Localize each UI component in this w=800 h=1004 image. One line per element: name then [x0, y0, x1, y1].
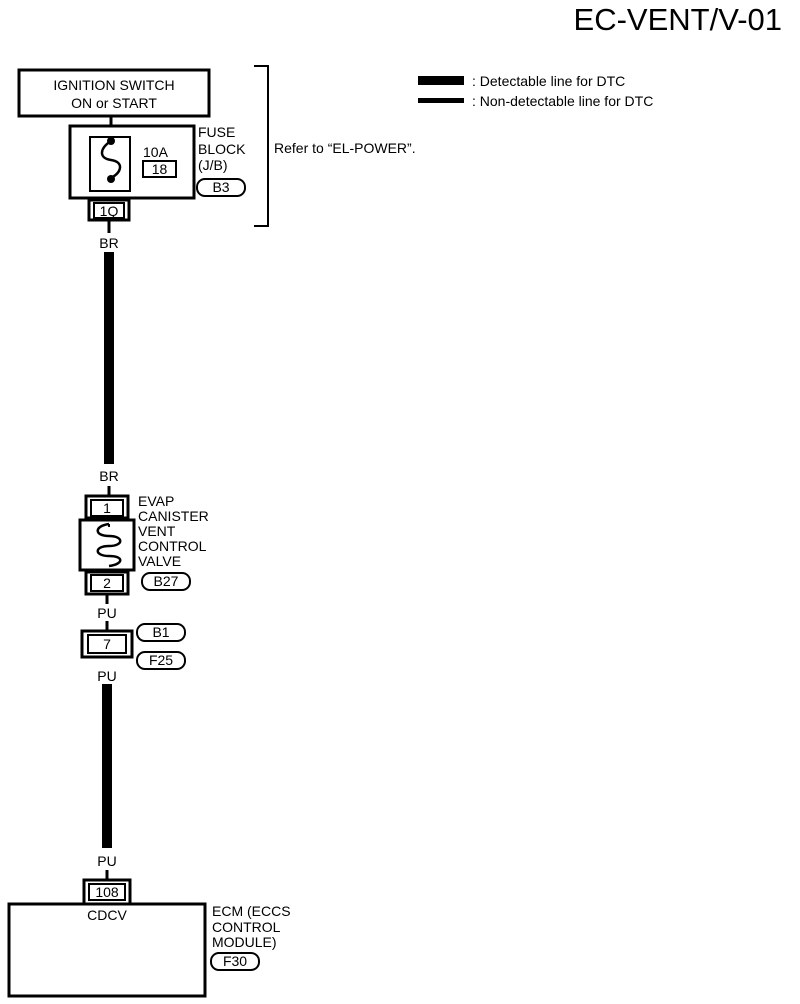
ecm-connector-id: F30	[223, 953, 247, 969]
valve-label-1: EVAP	[138, 493, 174, 509]
harness-bracket	[254, 65, 269, 227]
diagram-title: EC-VENT/V-01	[574, 2, 782, 37]
joint-connector-pin: 7	[103, 636, 111, 652]
ignition-switch: IGNITION SWITCH ON or START	[17, 68, 211, 118]
legend-non-detectable-swatch	[418, 98, 464, 103]
ecm-label-3: MODULE)	[212, 934, 277, 950]
joint-connector-id-top: B1	[152, 624, 169, 640]
fuse-icon	[100, 139, 122, 180]
wire-pu-detectable	[102, 684, 112, 848]
fuse-terminal-bottom	[107, 175, 115, 183]
legend-detectable-swatch	[418, 76, 464, 85]
wire-color-pu-1: PU	[97, 605, 116, 621]
valve-label-5: VALVE	[138, 553, 181, 569]
legend-detectable-label: : Detectable line for DTC	[472, 73, 625, 89]
ecm-connector-badge	[210, 952, 260, 971]
ignition-switch-label: IGNITION SWITCH	[53, 77, 174, 93]
ecm: 108 CDCV ECM (ECCS CONTROL MODULE) F30	[7, 870, 291, 998]
wire-br-detectable	[104, 252, 114, 464]
ecm-label-2: CONTROL	[212, 919, 281, 935]
wire-color-br-top: BR	[99, 235, 118, 251]
evap-canister-vent-control-valve: 1 2 EVAP CANISTER VENT CONTROL VALVE B27	[78, 486, 209, 596]
valve-label-4: CONTROL	[138, 538, 207, 554]
fuse-block-label-1: FUSE	[198, 124, 235, 140]
fuse-block-label-3: (J/B)	[198, 157, 228, 173]
joint-connector-badge-top	[136, 623, 186, 642]
ecm-terminal-name: CDCV	[87, 907, 127, 923]
ecm-pin: 108	[95, 884, 119, 900]
ecm-label-1: ECM (ECCS	[212, 903, 291, 919]
wire-color-br-bottom: BR	[99, 468, 118, 484]
legend: : Detectable line for DTC : Non-detectab…	[418, 73, 653, 109]
fuse-rating: 10A	[143, 144, 169, 160]
legend-non-detectable-label: : Non-detectable line for DTC	[472, 93, 653, 109]
fuse-block-connector-badge	[196, 178, 246, 197]
valve-pin-bottom: 2	[103, 575, 111, 591]
joint-connector-badge-bottom	[136, 651, 186, 670]
valve-connector-id: B27	[154, 573, 179, 589]
fuse-block-label-2: BLOCK	[198, 141, 246, 157]
valve-pin-top: 1	[103, 500, 111, 516]
joint-connector-id-bottom: F25	[149, 652, 173, 668]
fuse-block: 10A 18 FUSE BLOCK (J/B) B3 1Q	[68, 116, 246, 222]
solenoid-coil-icon	[96, 522, 122, 568]
wire-color-pu-3: PU	[97, 853, 116, 869]
fuse-block-connector-id: B3	[212, 179, 229, 195]
wire-color-pu-2: PU	[97, 668, 116, 684]
valve-label-2: CANISTER	[138, 508, 209, 524]
refer-note: Refer to “EL-POWER”.	[274, 140, 416, 156]
ignition-switch-state: ON or START	[71, 95, 157, 111]
fuse-number: 18	[152, 161, 168, 177]
valve-label-3: VENT	[138, 523, 176, 539]
valve-connector-badge	[141, 572, 191, 591]
fuse-block-terminal: 1Q	[100, 203, 119, 219]
joint-connector: 7 B1 F25	[80, 623, 186, 670]
